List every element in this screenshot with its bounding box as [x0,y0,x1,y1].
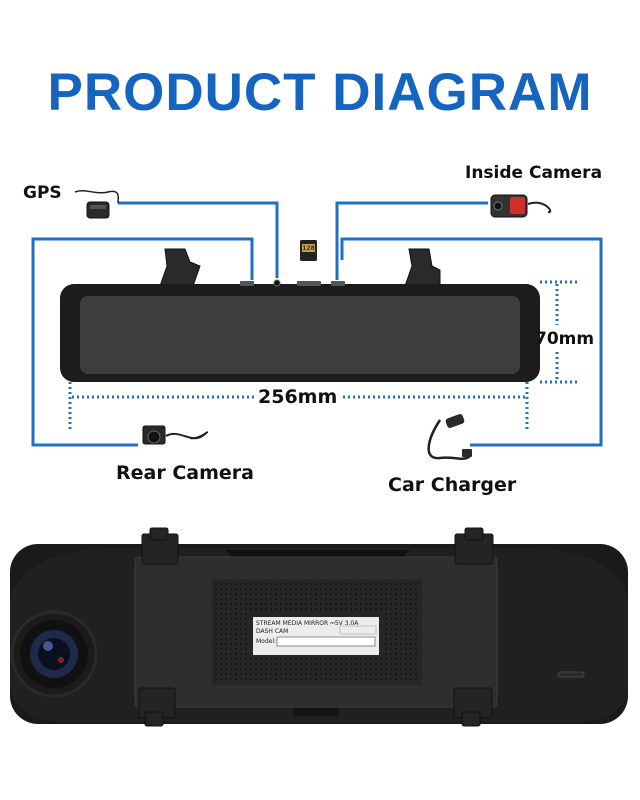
inside-camera-label: Inside Camera [465,163,603,183]
sd-card-capacity: 128 [302,245,315,252]
connection-lines [31,201,603,447]
product-label: STREAM MEDIA MIRROR ⎓5V 3.0A DASH CAM Mo… [253,617,379,655]
width-dimension-label: 256mm [258,386,338,408]
car-charger-icon [427,414,472,460]
sd-card-icon: 128 [300,240,317,261]
mount-bracket-left [159,248,201,287]
mirror-front [60,248,540,382]
gps-module-icon [74,189,120,219]
back-bracket-bl [138,687,176,727]
rear-lens-icon [10,610,98,698]
car-charger-label: Car Charger [388,474,517,496]
inside-camera-line [335,201,488,280]
width-dimension [68,382,529,432]
charger-line [340,237,603,447]
page-title: PRODUCT DIAGRAM [47,63,593,122]
rear-camera-label: Rear Camera [116,462,254,484]
mirror-screen [80,296,520,374]
back-bracket-tr [454,527,494,565]
mirror-back: STREAM MEDIA MIRROR ⎓5V 3.0A DASH CAM Mo… [10,527,628,727]
height-dimension-label: 70mm [535,329,595,349]
gps-label: GPS [23,183,62,203]
rear-camera-line [31,237,254,447]
back-bracket-tl [141,527,179,565]
label-line-1: STREAM MEDIA MIRROR ⎓5V 3.0A [256,620,359,627]
speaker-holes [214,582,418,681]
inside-camera-icon [490,194,552,218]
mirror-ports [240,279,345,287]
label-line-2: DASH CAM [256,628,288,635]
label-model: Model: [256,638,276,645]
mount-bracket-right [404,248,441,287]
rear-camera-icon [142,425,209,445]
gps-line [118,201,279,278]
back-bracket-br [453,687,493,727]
height-dimension [540,280,578,384]
